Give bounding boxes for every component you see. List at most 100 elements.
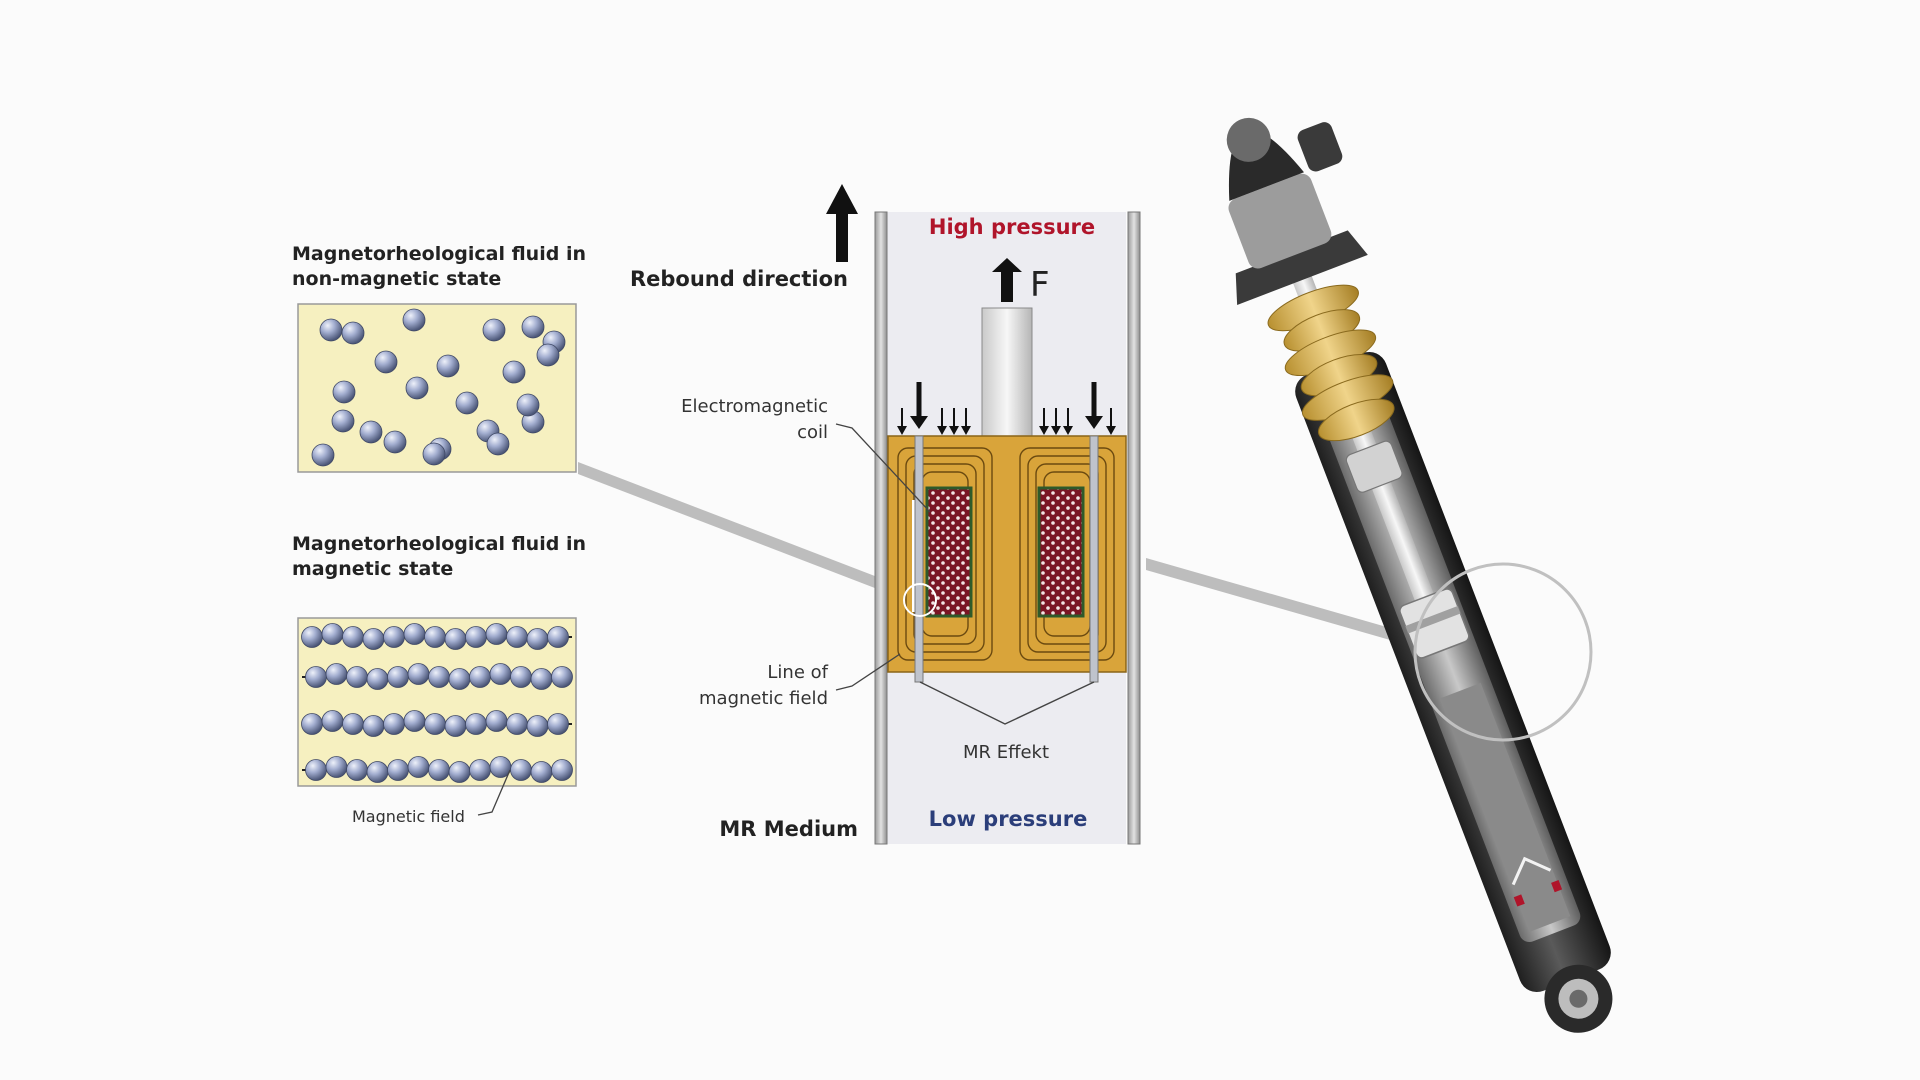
chained-particle xyxy=(428,759,450,781)
field-line-leader xyxy=(835,653,901,691)
cylinder-wall-left xyxy=(874,211,888,845)
chained-particle xyxy=(325,756,348,778)
chained-particle xyxy=(424,626,446,648)
fluid-particle xyxy=(332,380,356,404)
flow-channel-right xyxy=(1089,435,1099,683)
mr-effect-label: MR Effekt xyxy=(963,742,1049,763)
chained-particle xyxy=(301,626,323,648)
damper-top-plate xyxy=(1235,230,1368,306)
flow-arrow-head xyxy=(910,416,928,429)
magnetic-field-leader xyxy=(477,769,511,816)
free-particles xyxy=(311,308,566,467)
magnetic-field-label: Magnetic field xyxy=(352,807,465,826)
flow-arrows xyxy=(897,382,1116,435)
high-pressure-label: High pressure xyxy=(929,215,1095,239)
chained-particle xyxy=(547,713,569,735)
fluid-particle xyxy=(436,354,460,378)
chained-particle xyxy=(403,623,426,645)
chained-particle xyxy=(465,713,487,735)
damper-top-mount xyxy=(1228,173,1332,269)
magnetic-title-line1: Magnetorheological fluid in xyxy=(292,533,586,555)
fluid-particle xyxy=(502,360,526,384)
flow-arrow-head xyxy=(949,426,959,435)
chained-particle xyxy=(321,623,344,645)
chained-particle xyxy=(469,759,491,781)
magnetic-title-line2: magnetic state xyxy=(292,558,453,580)
coil-winding-right xyxy=(1037,486,1085,618)
chained-particle xyxy=(362,715,385,737)
chained-particle xyxy=(424,713,446,735)
chained-particle xyxy=(506,713,528,735)
zoom-connector-right xyxy=(1146,558,1432,652)
chained-particle xyxy=(305,666,327,688)
chained-particle xyxy=(321,710,344,732)
damper-top-bolt xyxy=(1226,117,1271,162)
flow-arrow-head xyxy=(961,426,971,435)
chained-particle xyxy=(366,668,389,690)
chained-particle xyxy=(366,761,389,783)
low-pressure-label: Low pressure xyxy=(929,807,1088,831)
fluid-particle xyxy=(311,443,335,467)
fluid-particle xyxy=(455,391,479,415)
chained-particle xyxy=(301,713,323,735)
chained-particle xyxy=(469,666,491,688)
chained-particle xyxy=(428,666,450,688)
coil-leader xyxy=(835,423,931,513)
chained-particle xyxy=(465,626,487,648)
fluid-particle xyxy=(521,315,545,339)
coil-label-line1: Electromagnetic xyxy=(681,396,828,417)
fluid-particle xyxy=(359,420,383,444)
force-arrow-head xyxy=(992,258,1022,272)
damper-upper-valve xyxy=(1345,440,1403,493)
zoom-connector-left xyxy=(578,462,880,590)
damper-bottom-hole xyxy=(1569,989,1588,1008)
chained-particle xyxy=(383,713,405,735)
mr-medium-label: MR Medium xyxy=(719,817,858,841)
field-line-label-line1: Line of xyxy=(767,662,828,683)
chained-particle xyxy=(407,756,430,778)
chained-particle xyxy=(362,628,385,650)
fluid-particle xyxy=(482,318,506,342)
non-magnetic-title-line2: non-magnetic state xyxy=(292,268,501,290)
piston-rod xyxy=(981,307,1033,437)
fluid-particle xyxy=(402,308,426,332)
chained-particle xyxy=(444,628,467,650)
coil-winding-left xyxy=(925,486,973,618)
damper-bellows xyxy=(1267,284,1395,442)
fluid-particle xyxy=(341,321,365,345)
chained-particle xyxy=(485,623,508,645)
flow-arrow-head xyxy=(937,426,947,435)
flow-arrow-head xyxy=(1085,416,1103,429)
chained-particle xyxy=(551,666,573,688)
cylinder-wall-right xyxy=(1127,211,1141,845)
fluid-particle xyxy=(383,430,407,454)
chained-particle xyxy=(530,668,553,690)
chained-particle xyxy=(526,715,549,737)
mr-effect-leader xyxy=(919,681,1095,725)
chained-particle xyxy=(530,761,553,783)
bellow-fold xyxy=(1317,398,1395,442)
chained-particle xyxy=(403,710,426,732)
mr-effect-zoom-circle xyxy=(903,583,937,617)
field-ring-right xyxy=(1027,455,1107,653)
fluid-particle xyxy=(486,432,510,456)
flow-arrow-head xyxy=(1051,426,1061,435)
particle-chains xyxy=(301,623,573,783)
chained-particle xyxy=(407,663,430,685)
chained-particle xyxy=(547,626,569,648)
field-ring-right xyxy=(1019,447,1115,661)
chained-particle xyxy=(387,666,409,688)
chained-particle xyxy=(346,666,368,688)
damper-cross-section: High pressure Low pressure F MR Effekt R… xyxy=(630,184,1141,845)
shock-absorber-illustration xyxy=(1226,117,1613,1033)
non-magnetic-title-line1: Magnetorheological fluid in xyxy=(292,243,586,265)
fluid-non-magnetic-panel: Magnetorheological fluid in non-magnetic… xyxy=(292,243,586,473)
flow-arrow-head xyxy=(1063,426,1073,435)
fluid-particle xyxy=(516,393,540,417)
fluid-particle xyxy=(422,442,446,466)
chained-particle xyxy=(346,759,368,781)
chained-particle xyxy=(305,759,327,781)
chained-particle xyxy=(342,713,364,735)
chained-particle xyxy=(448,668,471,690)
